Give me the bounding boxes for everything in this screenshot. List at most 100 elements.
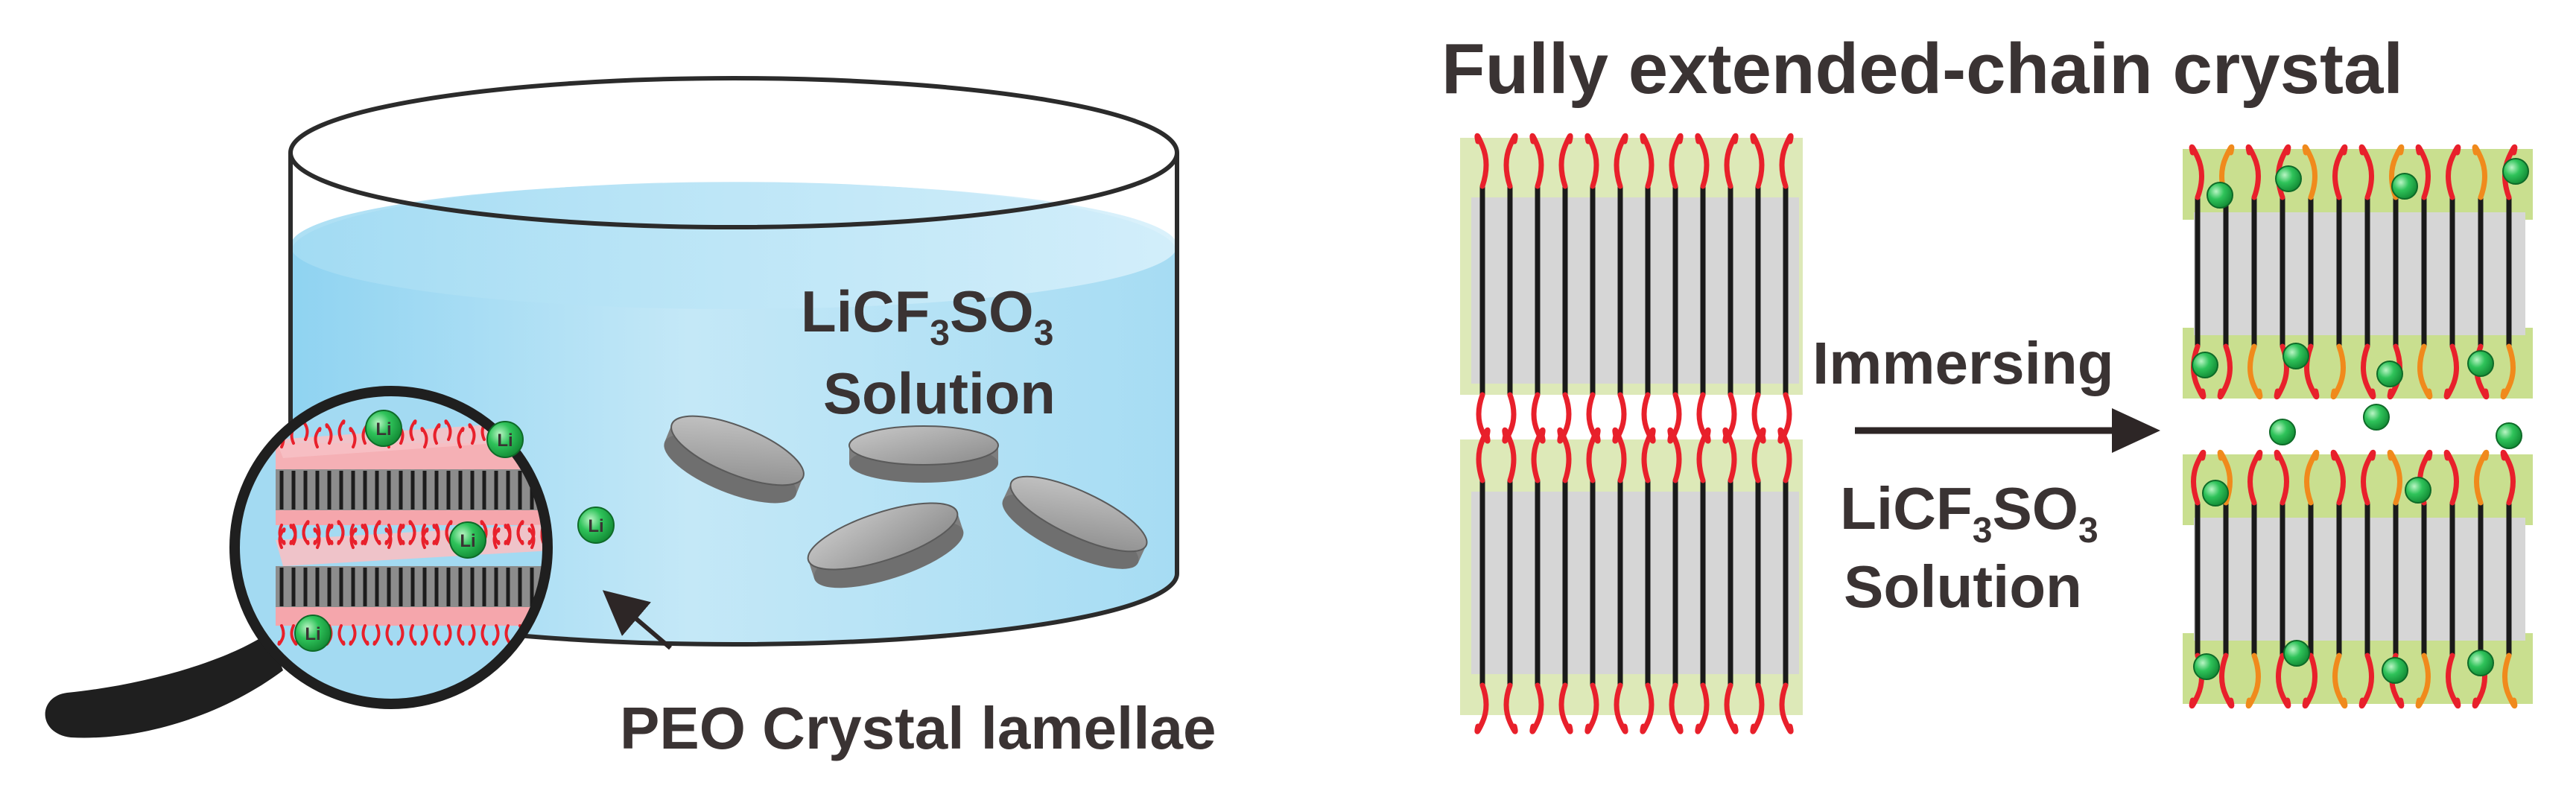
lens-chain-end — [277, 624, 285, 646]
li-ion — [2363, 404, 2390, 431]
lens-chain-end — [457, 427, 465, 448]
chain-end — [2330, 449, 2346, 506]
lens-chain-end — [314, 427, 322, 448]
magnifier-handle — [45, 633, 283, 738]
lens-chain-end — [409, 624, 417, 646]
chain-end — [1750, 133, 1765, 189]
chain-end — [2302, 653, 2318, 709]
lens-lamella-lower — [276, 521, 548, 626]
disc-4 — [1002, 475, 1148, 569]
chain-end — [2443, 343, 2459, 400]
lens-chain-end — [337, 624, 346, 646]
chain-end — [1503, 682, 1518, 734]
lens-ion-1: Li — [365, 410, 402, 447]
crystal-after-band-1 — [2183, 149, 2533, 220]
lens-chain-end — [313, 524, 321, 545]
disc-2 — [848, 425, 999, 483]
lens-ion-5: Li — [294, 615, 331, 652]
lens-chain-end — [384, 527, 393, 549]
chain-end — [1751, 427, 1766, 483]
lens-chain-end — [408, 524, 416, 545]
chain-end — [2217, 449, 2233, 506]
chain-end — [1557, 427, 1572, 483]
lens-chain-end — [444, 624, 452, 646]
chain-end — [1777, 427, 1792, 483]
chain-end — [2502, 144, 2518, 200]
li-ion — [2192, 352, 2218, 378]
chain-end — [1584, 682, 1599, 734]
chain-end — [2361, 449, 2376, 506]
li-ion — [2202, 480, 2229, 507]
chain-end — [1696, 427, 1711, 483]
chain-end — [1669, 682, 1684, 734]
chain-end — [2417, 343, 2433, 400]
solution-surface — [291, 182, 1177, 309]
chain-end — [1531, 392, 1546, 444]
chain-end — [2443, 449, 2459, 506]
chain-end — [1614, 133, 1628, 189]
lens-stems-lower — [279, 568, 546, 606]
chain-end — [1640, 133, 1655, 189]
chain-end — [2276, 653, 2291, 709]
chain-end — [2387, 343, 2402, 400]
svg-text:Li: Li — [305, 624, 320, 644]
chain-end — [2217, 343, 2233, 400]
chain-end — [1614, 682, 1628, 734]
lens-chain-end — [468, 624, 476, 646]
chain-end — [1529, 133, 1544, 189]
chain-end — [2245, 144, 2261, 200]
chain-end — [2472, 144, 2487, 200]
crystal-after-stems — [2195, 197, 2512, 655]
chain-end — [1696, 392, 1711, 444]
lens-chain-end — [516, 524, 524, 545]
lens-chain-end — [289, 524, 297, 545]
lens-chain-end — [326, 524, 334, 545]
lens-ion-2: Li — [486, 421, 524, 458]
crystal-before-stems — [1479, 186, 1789, 685]
lens-chain-end — [302, 524, 310, 545]
lens-chain-end — [385, 624, 393, 646]
process-arrowhead — [2112, 408, 2160, 453]
lens-chain-end — [527, 524, 536, 545]
lens-chain-end — [420, 624, 428, 646]
li-ion — [2207, 182, 2233, 209]
lens-chain-end — [492, 624, 500, 646]
chain-end — [2330, 343, 2346, 400]
lens-chain-end — [349, 524, 358, 545]
li-ion — [2405, 477, 2431, 504]
li-ion — [2467, 350, 2494, 377]
chain-end — [2219, 653, 2235, 709]
lens-chain-end — [313, 527, 321, 549]
chain-end — [2415, 144, 2431, 200]
chain-end — [1695, 682, 1710, 734]
lens-ion-4: Li — [577, 507, 615, 544]
li-ion — [2502, 158, 2529, 185]
chain-end — [2247, 343, 2263, 400]
lens-chain-end — [504, 524, 512, 545]
chain-end — [2191, 449, 2207, 506]
chain-end — [1612, 392, 1627, 444]
chain-end — [2304, 449, 2320, 506]
chain-end — [2474, 449, 2490, 506]
lens-chain-end — [361, 524, 369, 545]
lens-chain-end — [444, 419, 452, 441]
crystal-before-chain-ends — [1474, 133, 1794, 734]
lens-chain-end — [527, 527, 536, 549]
chain-end — [1779, 133, 1794, 189]
right-title: Fully extended-chain crystal — [1441, 29, 2403, 109]
lens-chain-end — [433, 423, 441, 445]
chain-end — [2502, 653, 2518, 709]
chain-end — [1724, 682, 1739, 734]
left-solution-formula: LiCF3SO3 — [801, 279, 1053, 353]
lens-chain-end — [384, 524, 393, 545]
chain-end — [1502, 392, 1517, 444]
chain-end — [2302, 144, 2318, 200]
callout-arrow — [602, 590, 672, 650]
lens-chain-end — [349, 624, 357, 646]
li-ion — [2283, 640, 2310, 667]
lens-chain-end — [349, 527, 358, 549]
chain-end — [1669, 133, 1684, 189]
chain-end — [1777, 392, 1792, 444]
magnifier-rim — [229, 386, 553, 709]
